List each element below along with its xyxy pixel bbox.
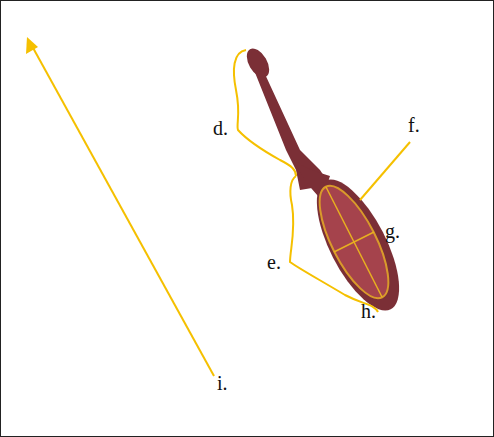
part-label: i. xyxy=(217,372,228,394)
leader-line xyxy=(360,142,410,200)
long-axis xyxy=(326,187,382,297)
arrowhead xyxy=(26,37,38,54)
muscle-belly xyxy=(300,168,415,322)
tendon-shaft xyxy=(254,70,330,190)
part-label: g. xyxy=(385,220,400,242)
part-label: h. xyxy=(361,300,376,322)
part-label: d. xyxy=(213,117,228,139)
part-label: f. xyxy=(408,114,420,136)
cross-section xyxy=(306,177,401,307)
bracket xyxy=(234,50,296,176)
short-axis xyxy=(334,232,374,252)
bracket xyxy=(290,176,378,312)
part-label: e. xyxy=(267,251,281,273)
direction-arrow xyxy=(32,46,214,376)
